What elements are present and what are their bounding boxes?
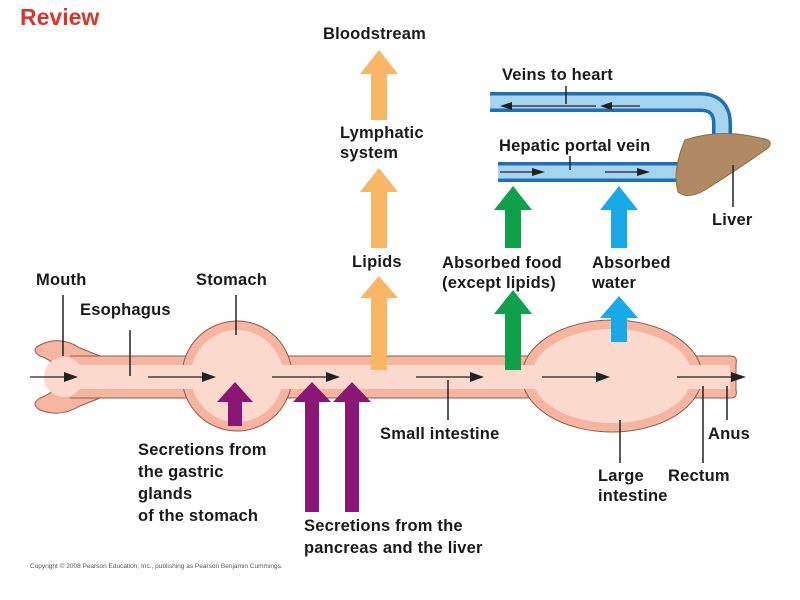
label-large-intestine-line2: intestine [598, 487, 668, 505]
lipid-arrows [360, 50, 398, 370]
liver-shape [675, 132, 771, 196]
label-absorbed-water-line1: Absorbed [592, 254, 671, 272]
label-hepatic-portal-vein: Hepatic portal vein [499, 137, 651, 155]
leader-lines [62, 295, 728, 463]
label-absorbed-food-line1: Absorbed food [442, 254, 562, 272]
label-esophagus: Esophagus [80, 301, 171, 319]
label-rectum: Rectum [668, 467, 730, 485]
label-large-intestine-line1: Large [598, 467, 644, 485]
label-lymphatic-line2: system [340, 144, 399, 162]
label-mouth: Mouth [36, 271, 87, 289]
secretion-arrows [217, 382, 371, 512]
page-title: Review [20, 4, 100, 30]
label-liver: Liver [712, 211, 753, 229]
label-veins-to-heart: Veins to heart [502, 66, 614, 84]
hepatic-portal-vein [498, 156, 690, 182]
label-absorbed-water-line2: water [592, 274, 637, 292]
copyright-text: Copyright © 2008 Pearson Education, Inc.… [30, 563, 283, 570]
label-small-intestine: Small intestine [380, 425, 500, 443]
flow-arrow-head [500, 102, 512, 110]
absorbed-water-arrows [600, 186, 638, 342]
label-stomach: Stomach [196, 271, 268, 289]
label-absorbed-food-line2: (except lipids) [442, 274, 556, 292]
label-anus: Anus [708, 425, 751, 443]
label-gastric-line2: the gastric [138, 463, 224, 481]
label-lymphatic-line1: Lymphatic [340, 124, 424, 142]
label-pancreas-line2: pancreas and the liver [304, 539, 483, 557]
veins-to-heart [490, 86, 732, 145]
label-gastric-line3: glands [138, 485, 193, 503]
absorbed-food-arrows [494, 186, 532, 370]
label-gastric-line1: Secretions from [138, 441, 267, 459]
label-bloodstream: Bloodstream [323, 25, 427, 43]
tract-flow-arrows [30, 372, 746, 382]
label-gastric-line4: of the stomach [138, 507, 259, 525]
label-lipids: Lipids [352, 253, 402, 271]
label-pancreas-line1: Secretions from the [304, 517, 463, 535]
